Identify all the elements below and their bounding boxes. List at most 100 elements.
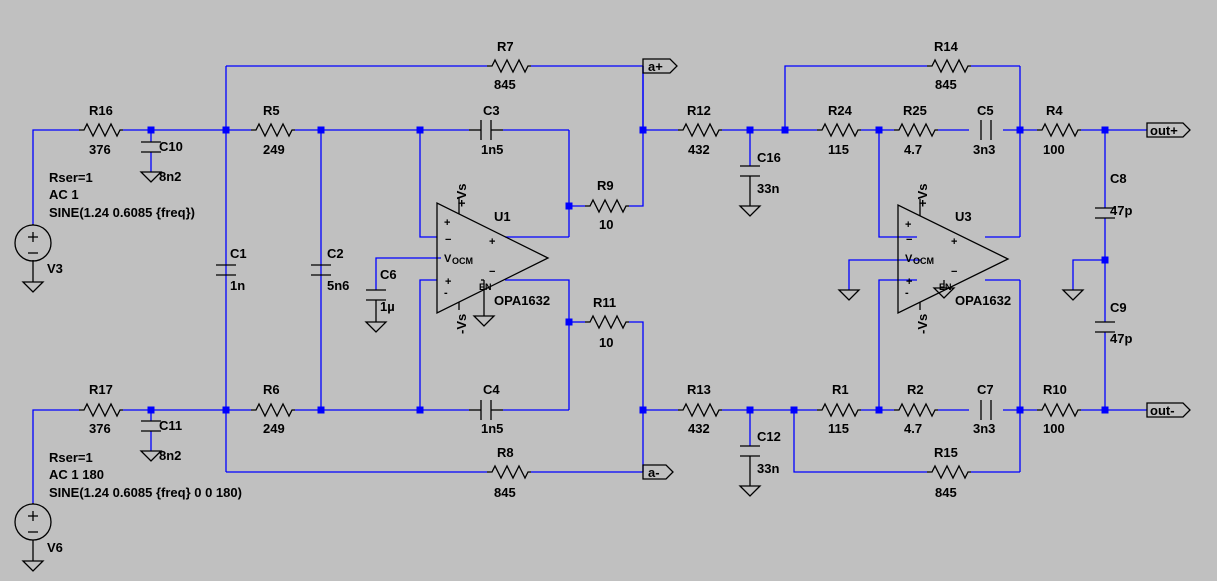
c3-value: 1n5 [481, 142, 503, 157]
resistors [79, 58, 1081, 480]
r25-ref: R25 [903, 103, 927, 118]
c10-value: 8n2 [159, 169, 181, 184]
r14-ref: R14 [934, 39, 959, 54]
capacitor-c9-symbol [1095, 321, 1115, 333]
junction-dot [1016, 406, 1024, 414]
capacitor-c5-symbol [980, 120, 992, 140]
resistor-r12-symbol [678, 122, 722, 138]
c9-value: 47p [1110, 331, 1132, 346]
junction-dot [147, 406, 155, 414]
junction-dot [416, 126, 424, 134]
r7-value: 845 [494, 77, 516, 92]
c9-ref: C9 [1110, 300, 1127, 315]
r13-ref: R13 [687, 382, 711, 397]
u1-vocm-sub: OCM [452, 256, 473, 266]
r24-ref: R24 [828, 103, 853, 118]
svg-text:out+: out+ [1150, 123, 1178, 138]
r1-value: 115 [828, 421, 849, 436]
capacitor-c3-symbol [469, 120, 503, 140]
u3-minus-vs: -Vs [915, 314, 930, 334]
svg-text:a-: a- [648, 465, 660, 480]
c7-value: 3n3 [973, 421, 995, 436]
svg-text:-: - [444, 287, 448, 299]
u3-vocm: V [905, 253, 913, 265]
c8-value: 47p [1110, 203, 1132, 218]
source-v6-text: Rser=1 AC 1 180 SINE(1.24 0.6085 {freq} … [47, 450, 242, 555]
u1-en: EN [479, 282, 492, 292]
svg-text:−: − [489, 266, 495, 278]
svg-text:−: − [951, 266, 957, 278]
junction-dot [639, 126, 647, 134]
r12-ref: R12 [687, 103, 711, 118]
capacitor-c6-symbol [366, 289, 386, 322]
component-labels: R7 845 R16 376 C10 8n2 R5 249 C3 1n5 R9 … [89, 39, 1132, 500]
ground-symbol [738, 485, 762, 497]
junction-dot [1101, 126, 1109, 134]
c7-ref: C7 [977, 382, 994, 397]
net-label-out-plus: out+ [1146, 122, 1191, 138]
svg-text:+: + [905, 219, 911, 231]
svg-text:+: + [951, 236, 957, 248]
resistor-r4-symbol [1037, 122, 1081, 138]
v3-ac: AC 1 [49, 187, 79, 202]
c16-value: 33n [757, 181, 779, 196]
junction-dot [565, 202, 573, 210]
resistor-r15-symbol [927, 464, 971, 480]
c11-ref: C11 [159, 418, 182, 433]
c16-ref: C16 [757, 150, 781, 165]
r12-value: 432 [688, 142, 710, 157]
junction-dot [317, 126, 325, 134]
resistor-r8-symbol [487, 464, 531, 480]
junction-dot [1016, 126, 1024, 134]
u3-ref: U3 [955, 209, 972, 224]
u1-minus-vs: -Vs [454, 314, 469, 334]
junction-dot [317, 406, 325, 414]
capacitor-c1-symbol [216, 264, 236, 276]
resistor-r1-symbol [817, 402, 861, 418]
voltage-source-v6 [14, 503, 52, 561]
r7-ref: R7 [497, 39, 514, 54]
r24-value: 115 [828, 142, 849, 157]
opamp-u3-symbol: + - − + + − [897, 199, 1010, 315]
r9-value: 10 [599, 217, 613, 232]
svg-text:−: − [445, 234, 451, 246]
c5-ref: C5 [977, 103, 994, 118]
r15-value: 845 [935, 485, 957, 500]
ground-symbol [738, 205, 762, 217]
capacitor-c16-symbol [740, 165, 760, 206]
junction-dot [639, 406, 647, 414]
junction-dot [790, 406, 798, 414]
r2-ref: R2 [907, 382, 924, 397]
junction-dot [565, 318, 573, 326]
resistor-r11-symbol [585, 314, 629, 330]
c1-ref: C1 [230, 246, 247, 261]
wires [32, 65, 1147, 503]
r11-ref: R11 [593, 295, 616, 310]
r17-value: 376 [89, 421, 111, 436]
ground-symbol [139, 171, 163, 183]
v3-ref: V3 [47, 261, 63, 276]
r6-value: 249 [263, 421, 285, 436]
resistor-r24-symbol [817, 122, 861, 138]
r15-ref: R15 [934, 445, 958, 460]
c12-ref: C12 [757, 429, 781, 444]
r8-value: 845 [494, 485, 516, 500]
u1-vocm: V [444, 253, 452, 265]
capacitor-c8-symbol [1095, 207, 1115, 219]
junction-dot [147, 126, 155, 134]
r16-value: 376 [89, 142, 111, 157]
ground-symbol [364, 321, 388, 333]
resistor-r25-symbol [894, 122, 938, 138]
r5-ref: R5 [263, 103, 280, 118]
v6-rser: Rser=1 [49, 450, 93, 465]
u3-plus-vs: +Vs [915, 184, 930, 208]
u3-vocm-sub: OCM [913, 256, 934, 266]
r10-value: 100 [1043, 421, 1065, 436]
resistor-r16-symbol [79, 122, 123, 138]
ground-symbol [21, 560, 45, 572]
c10-ref: C10 [159, 139, 183, 154]
svg-text:−: − [906, 234, 912, 246]
ground-symbol [21, 281, 45, 293]
v6-ac: AC 1 180 [49, 467, 104, 482]
junction-dot [222, 126, 230, 134]
